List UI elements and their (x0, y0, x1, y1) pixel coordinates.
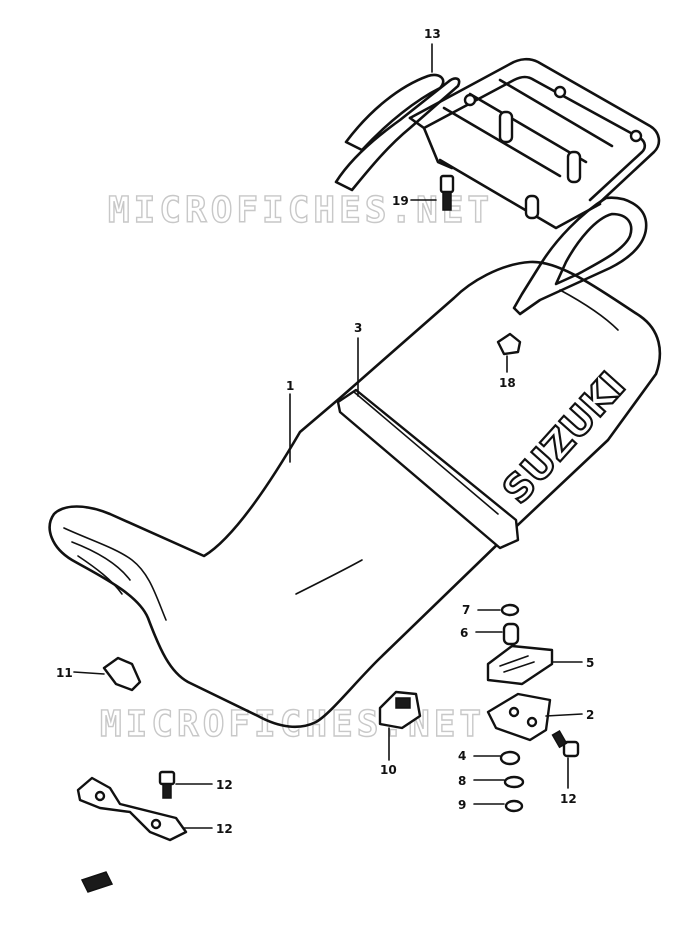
part-7-nut (500, 603, 520, 617)
watermark-bottom: MICROFICHES.NET (100, 704, 485, 745)
part-9-nut (504, 799, 524, 813)
callout-9: 9 (458, 798, 466, 812)
part-19-bolt (439, 174, 455, 211)
callout-2: 2 (586, 708, 594, 722)
callout-6: 6 (460, 626, 468, 640)
callout-7: 7 (462, 603, 470, 617)
callout-1: 1 (286, 379, 294, 393)
callout-13-left: 12 (216, 778, 233, 792)
part-2-bracket (486, 692, 552, 742)
front-arrow-mark (80, 871, 114, 893)
rear-carrier-rack (334, 57, 661, 316)
leader-lines (73, 43, 583, 829)
part-18-cushion (496, 332, 522, 356)
callout-4: 4 (458, 749, 466, 763)
part-11-clip (102, 656, 142, 692)
part-5-damper (486, 644, 554, 686)
callout-14: 13 (424, 27, 441, 41)
callout-18: 18 (499, 376, 516, 390)
callout-labels: 13 19 18 3 1 11 7 6 5 2 4 8 9 12 12 12 1… (56, 27, 594, 836)
callout-13-right: 12 (560, 792, 577, 806)
part-4-washer (499, 750, 521, 766)
callout-3: 3 (354, 321, 362, 335)
callout-10: 10 (380, 763, 397, 777)
part-8-washer (503, 775, 525, 789)
callout-11: 11 (56, 666, 73, 680)
part-6-spacer (502, 622, 520, 646)
part-13-bolt-right (551, 730, 580, 758)
callout-5: 5 (586, 656, 594, 670)
callout-12: 12 (216, 822, 233, 836)
callout-8: 8 (458, 774, 466, 788)
callout-19: 19 (392, 194, 409, 208)
watermark-top: MICROFICHES.NET (108, 190, 493, 231)
part-13-bolt-left (158, 770, 176, 799)
